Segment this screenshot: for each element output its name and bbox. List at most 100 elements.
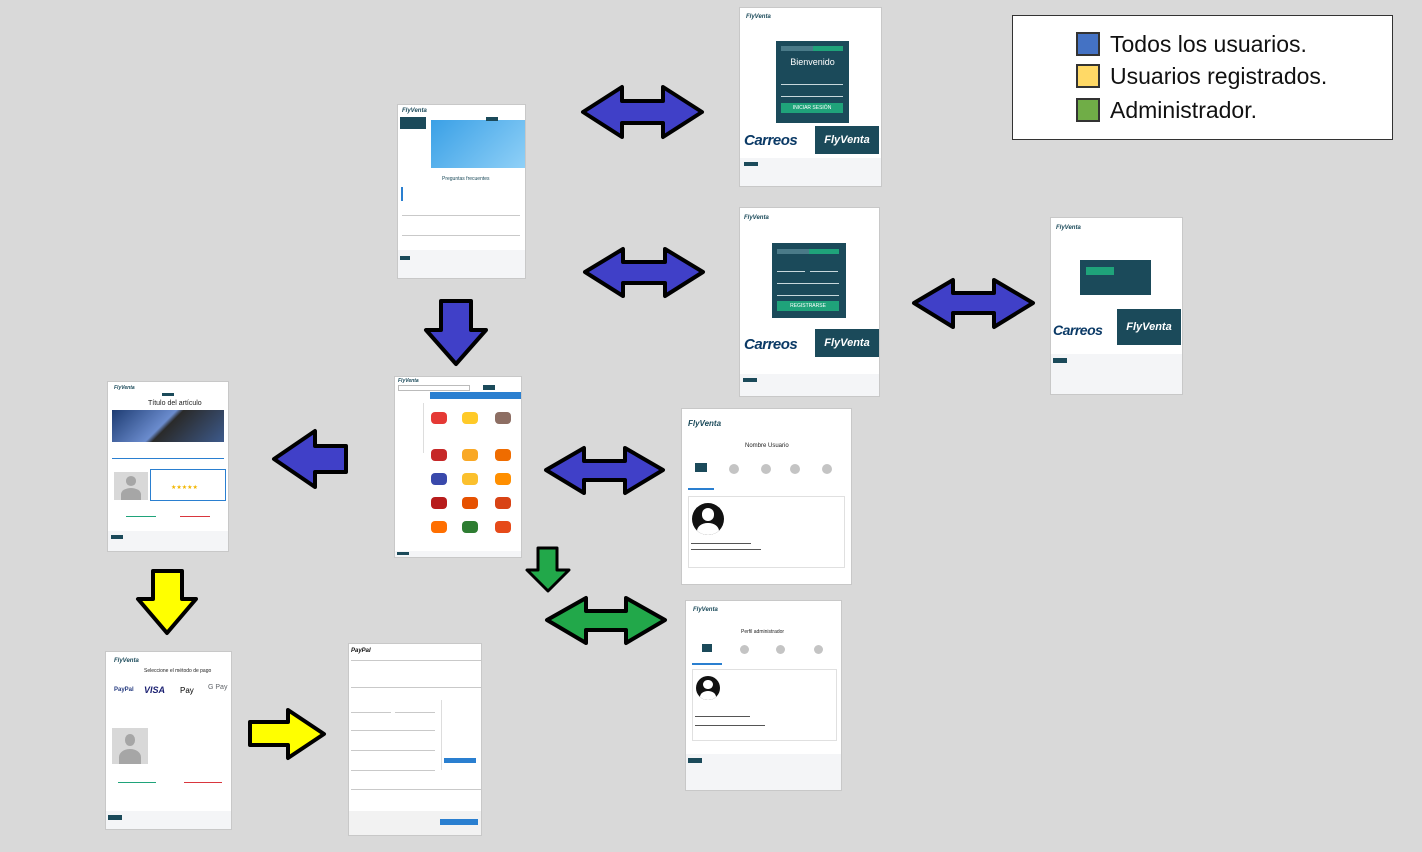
tab-icon — [740, 645, 749, 654]
footer-logo — [397, 552, 409, 555]
header-button — [486, 117, 498, 121]
filter-sidebar — [397, 403, 424, 453]
product-item — [462, 473, 478, 485]
header-line — [351, 660, 481, 661]
product-item — [431, 497, 447, 509]
accept-button — [118, 782, 156, 797]
profile-card — [688, 496, 845, 568]
carreos-logo: Carreos — [744, 336, 798, 353]
footer — [108, 531, 228, 551]
footer — [1051, 354, 1182, 394]
cancel-button — [184, 782, 222, 797]
legend-label: Usuarios registrados. — [1110, 62, 1328, 89]
register-tabs — [777, 249, 839, 254]
category-banner — [430, 392, 521, 399]
seller-avatar — [114, 472, 148, 500]
flyventa-logo: FlyVenta — [114, 658, 139, 664]
login-button: INICIAR SESIÓN — [781, 103, 843, 113]
product-item — [431, 449, 447, 461]
admin-title: Perfil administrador — [741, 629, 785, 635]
flyventa-logo: FlyVenta — [1056, 225, 1081, 231]
legend-item-all-users: Todos los usuarios. — [1076, 30, 1307, 58]
screen-payment-method: FlyVenta Seleccione el método de pago Pa… — [105, 651, 232, 830]
flyventa-logo: FlyVenta — [746, 14, 771, 20]
product-item — [462, 412, 478, 424]
flyventa-logo: FlyVenta — [688, 419, 722, 428]
legend-label: Todos los usuarios. — [1110, 30, 1307, 57]
screen-login: FlyVenta Bienvenido INICIAR SESIÓN Carre… — [739, 7, 882, 187]
info-line — [112, 458, 224, 459]
flyventa-logo: FlyVenta — [693, 607, 718, 613]
form-field — [351, 750, 435, 751]
surname-field — [810, 265, 838, 272]
product-title: Título del artículo — [148, 400, 202, 407]
checkout-form — [351, 700, 435, 780]
password-field — [781, 89, 843, 97]
flyventa-logo: FlyVenta — [744, 215, 769, 221]
product-item — [495, 412, 511, 424]
footer-logo — [111, 535, 123, 539]
product-item — [431, 412, 447, 424]
google-pay-logo: G Pay — [208, 684, 228, 691]
flyventa-logo: FlyVenta — [402, 108, 427, 114]
product-item — [462, 521, 478, 533]
product-item — [431, 473, 447, 485]
tab-icon — [822, 464, 832, 474]
info-line — [695, 716, 750, 717]
flyventa-banner: FlyVenta — [1117, 309, 1181, 345]
product-item — [495, 473, 511, 485]
double-arrow-list-admin — [545, 596, 667, 645]
flyventa-logo: FlyVenta — [114, 385, 135, 391]
double-arrow-register-confirmation — [912, 278, 1035, 329]
header-button — [162, 393, 174, 396]
info-line — [691, 543, 751, 544]
rating-stars: ★★★★★ — [171, 485, 198, 491]
double-arrow-home-login — [581, 85, 704, 139]
screen-checkout: PayPal — [348, 643, 482, 836]
product-item — [495, 497, 511, 509]
arrow-payment-to-checkout — [248, 708, 326, 760]
footer-logo — [400, 256, 410, 260]
product-item — [431, 521, 447, 533]
footer — [398, 250, 525, 278]
product-image — [112, 410, 224, 442]
login-tabs — [781, 46, 843, 51]
hero-banner — [431, 120, 525, 168]
confirm-card — [1080, 260, 1151, 295]
confirm-button — [1086, 267, 1114, 275]
search-bar — [398, 385, 470, 391]
screen-admin-profile: FlyVenta Perfil administrador — [685, 600, 842, 791]
profile-tab-icon — [695, 463, 707, 472]
payment-title: Seleccione el método de pago — [144, 668, 212, 674]
flyventa-banner: FlyVenta — [815, 329, 879, 357]
legend-label: Administrador. — [1110, 96, 1258, 123]
seller-avatar — [112, 728, 148, 764]
tab-icon — [729, 464, 739, 474]
register-card: REGISTRARSE — [772, 243, 846, 318]
arrow-list-to-admin — [525, 546, 571, 593]
tab-icon — [761, 464, 771, 474]
visa-logo: VISA — [144, 685, 166, 695]
form-field — [351, 770, 435, 771]
double-arrow-home-register — [583, 247, 705, 298]
password-field — [777, 289, 839, 296]
product-item — [462, 449, 478, 461]
footer — [106, 811, 231, 829]
footer — [740, 158, 881, 186]
profile-title: Nombre Usuario — [745, 443, 789, 449]
product-item — [495, 521, 511, 533]
form-field — [351, 712, 391, 713]
product-item — [495, 449, 511, 461]
tab-icon — [776, 645, 785, 654]
screen-product-detail: FlyVenta Título del artículo ★★★★★ — [107, 381, 229, 552]
tab-icon — [790, 464, 800, 474]
login-card: Bienvenido INICIAR SESIÓN — [776, 41, 849, 123]
section-line — [351, 687, 481, 688]
legend-item-registered-users: Usuarios registrados. — [1076, 62, 1327, 90]
register-button: REGISTRARSE — [777, 301, 839, 311]
user-avatar — [692, 503, 724, 535]
footer-button — [440, 819, 478, 825]
footer — [740, 374, 879, 396]
screen-user-profile: FlyVenta Nombre Usuario — [681, 408, 852, 585]
